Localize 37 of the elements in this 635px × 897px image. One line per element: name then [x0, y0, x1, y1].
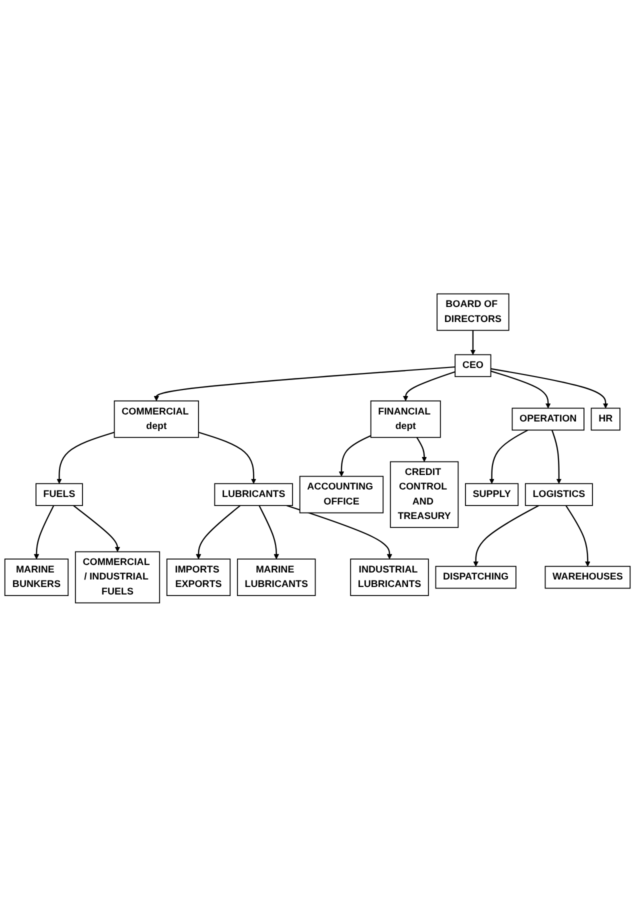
node-box: FUELS	[36, 483, 83, 506]
arrow	[196, 505, 241, 560]
arrow	[56, 432, 115, 484]
node-box: DISPATCHING	[435, 566, 516, 589]
node-box: CEO	[454, 354, 492, 378]
arrow	[73, 505, 120, 552]
node-box: IMPORTS EXPORTS	[166, 558, 231, 596]
arrow	[489, 430, 528, 484]
node-box: MARINE BUNKERS	[4, 558, 69, 596]
node-box: SUPPLY	[465, 483, 519, 506]
arrow	[490, 368, 608, 409]
arrow	[470, 330, 476, 356]
arrow	[565, 505, 590, 567]
arrow	[416, 437, 427, 462]
node-box: COMMERCIAL dept	[114, 400, 199, 438]
arrow	[402, 371, 456, 402]
node-box: ACCOUNTING OFFICE	[299, 476, 384, 514]
node-box: OPERATION	[512, 408, 584, 431]
node-box: LOGISTICS	[524, 483, 593, 506]
arrow	[34, 505, 54, 560]
node-box: INDUSTRIAL LUBRICANTS	[350, 558, 429, 596]
node-box: WAREHOUSES	[544, 566, 631, 589]
node-box: COMMERCIAL / INDUSTRIAL FUELS	[74, 551, 160, 604]
node-box: FINANCIAL dept	[370, 400, 441, 438]
arrow	[258, 505, 280, 560]
node-box: CREDIT CONTROL AND TREASURY	[390, 461, 459, 528]
node-box: MARINE LUBRICANTS	[236, 558, 316, 596]
arrow	[490, 370, 551, 409]
arrow	[338, 435, 372, 477]
arrow	[198, 432, 256, 484]
node-box: HR	[590, 408, 620, 431]
node-box: BOARD OF DIRECTORS	[436, 294, 510, 331]
node-box: LUBRICANTS	[214, 483, 293, 506]
arrow	[551, 430, 562, 484]
arrow	[473, 505, 539, 567]
arrow	[154, 366, 456, 402]
arrow	[286, 505, 392, 560]
